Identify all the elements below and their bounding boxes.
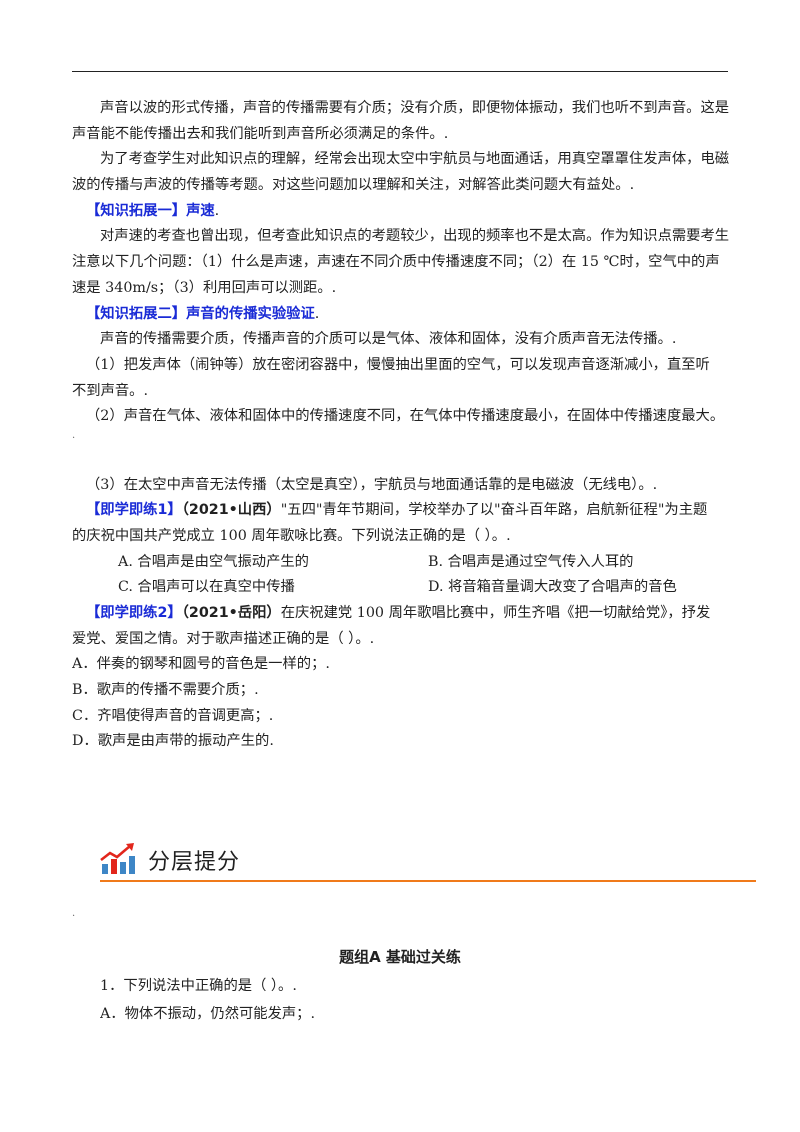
section-rule xyxy=(100,880,756,882)
ext1-line3: 速是 340m/s；（3）利用回声可以测距。. xyxy=(72,279,337,296)
ext2-point3: （3）在太空中声音无法传播（太空是真空），宇航员与地面通话靠的是电磁波（无线电）… xyxy=(86,476,658,493)
ex1-tag: 【即学即练1】 xyxy=(86,502,182,519)
ex2-line2: 爱党、爱国之情。对于歌声描述正确的是（ ）。. xyxy=(72,630,375,647)
ex2-option-d: D．歌声是由声带的振动产生的. xyxy=(72,733,274,750)
ex1-options-row1: A. 合唱声是由空气振动产生的 B. 合唱声是通过空气传入人耳的 xyxy=(72,550,730,576)
ex1-option-b: B. 合唱声是通过空气传入人耳的 xyxy=(428,553,634,570)
para1-line2: 声音能不能传播出去和我们能听到声音所必须满足的条件。. xyxy=(72,125,449,142)
ex1-options-row2: C. 合唱声可以在真空中传播 D. 将音箱音量调大改变了合唱声的音色 xyxy=(72,575,730,601)
ext2-point1-line2: 不到声音。. xyxy=(72,382,149,399)
ex2-line1: 【即学即练2】（2021•岳阳）在庆祝建党 100 周年歌唱比赛中，师生齐唱《把… xyxy=(86,604,711,621)
ex1-line1: 【即学即练1】（2021•山西）"五四"青年节期间，学校举办了以"奋斗百年路，启… xyxy=(86,502,708,519)
ex2-option-c: C．齐唱使得声音的音调更高；. xyxy=(72,707,274,724)
question-1-option-a: A．物体不振动，仍然可能发声；. xyxy=(100,1006,316,1022)
ex2-tag: 【即学即练2】 xyxy=(86,604,182,621)
group-a-title: 题组A 基础过关练 xyxy=(339,948,461,966)
ext2-line1: 声音的传播需要介质，传播声音的介质可以是气体、液体和固体，没有介质声音无法传播。… xyxy=(100,331,677,348)
ext2-heading-text: 【知识拓展二】声音的传播实验验证 xyxy=(86,305,315,322)
para1-line1: 声音以波的形式传播，声音的传播需要有介质；没有介质，即便物体振动，我们也听不到声… xyxy=(100,100,730,116)
section-header: 分层提分 xyxy=(100,842,756,882)
top-rule xyxy=(72,71,728,72)
ex2-source: （2021•岳阳） xyxy=(181,604,281,621)
bar-chart-trend-icon xyxy=(100,843,135,874)
ext1-line1: 对声速的考查也曾出现，但考查此知识点的考题较少，出现的频率也不是太高。作为知识点… xyxy=(100,228,730,245)
question-1: 1．下列说法中正确的是（ ）。. A．物体不振动，仍然可能发声；. xyxy=(100,972,730,1028)
document-body: 声音以波的形式传播，声音的传播需要有介质；没有介质，即便物体振动，我们也听不到声… xyxy=(72,96,730,755)
section-dot: . xyxy=(72,908,76,919)
para2-line2: 波的传播与声波的传播等考题。对这些问题加以理解和关注，对解答此类问题大有益处。. xyxy=(72,177,635,194)
ext1-heading: 【知识拓展一】声速. xyxy=(86,202,220,219)
para2-line1: 为了考查学生对此知识点的理解，经常会出现太空中宇航员与地面通话，用真空罩罩住发声… xyxy=(100,151,730,168)
ex2-option-a: A．伴奏的钢琴和圆号的音色是一样的；. xyxy=(72,656,330,673)
ex2-option-b: B．歌声的传播不需要介质；. xyxy=(72,682,259,699)
question-1-stem: 1．下列说法中正确的是（ ）。. xyxy=(100,978,297,994)
ex1-option-a: A. 合唱声是由空气振动产生的 xyxy=(118,553,309,570)
ext2-point2: （2）声音在气体、液体和固体中的传播速度不同，在气体中传播速度最小，在固体中传播… xyxy=(86,408,725,425)
ext1-heading-text: 【知识拓展一】声速 xyxy=(86,202,215,219)
ex1-line2: 的庆祝中国共产党成立 100 周年歌咏比赛。下列说法正确的是（ ）。. xyxy=(72,527,511,544)
ex1-option-d: D. 将音箱音量调大改变了合唱声的音色 xyxy=(428,579,677,596)
ext1-line2: 注意以下几个问题：（1）什么是声速，声速在不同介质中传播速度不同；（2）在 15… xyxy=(72,254,720,271)
ext2-point1-line1: （1）把发声体（闹钟等）放在密闭容器中，慢慢抽出里面的空气，可以发现声音逐渐减小… xyxy=(86,356,710,373)
section-title: 分层提分 xyxy=(148,850,241,875)
ex1-source: （2021•山西） xyxy=(181,502,281,519)
ext2-point2-dot: . xyxy=(72,429,76,441)
ex1-option-c: C. 合唱声可以在真空中传播 xyxy=(118,579,295,596)
ext2-heading: 【知识拓展二】声音的传播实验验证. xyxy=(86,305,320,322)
